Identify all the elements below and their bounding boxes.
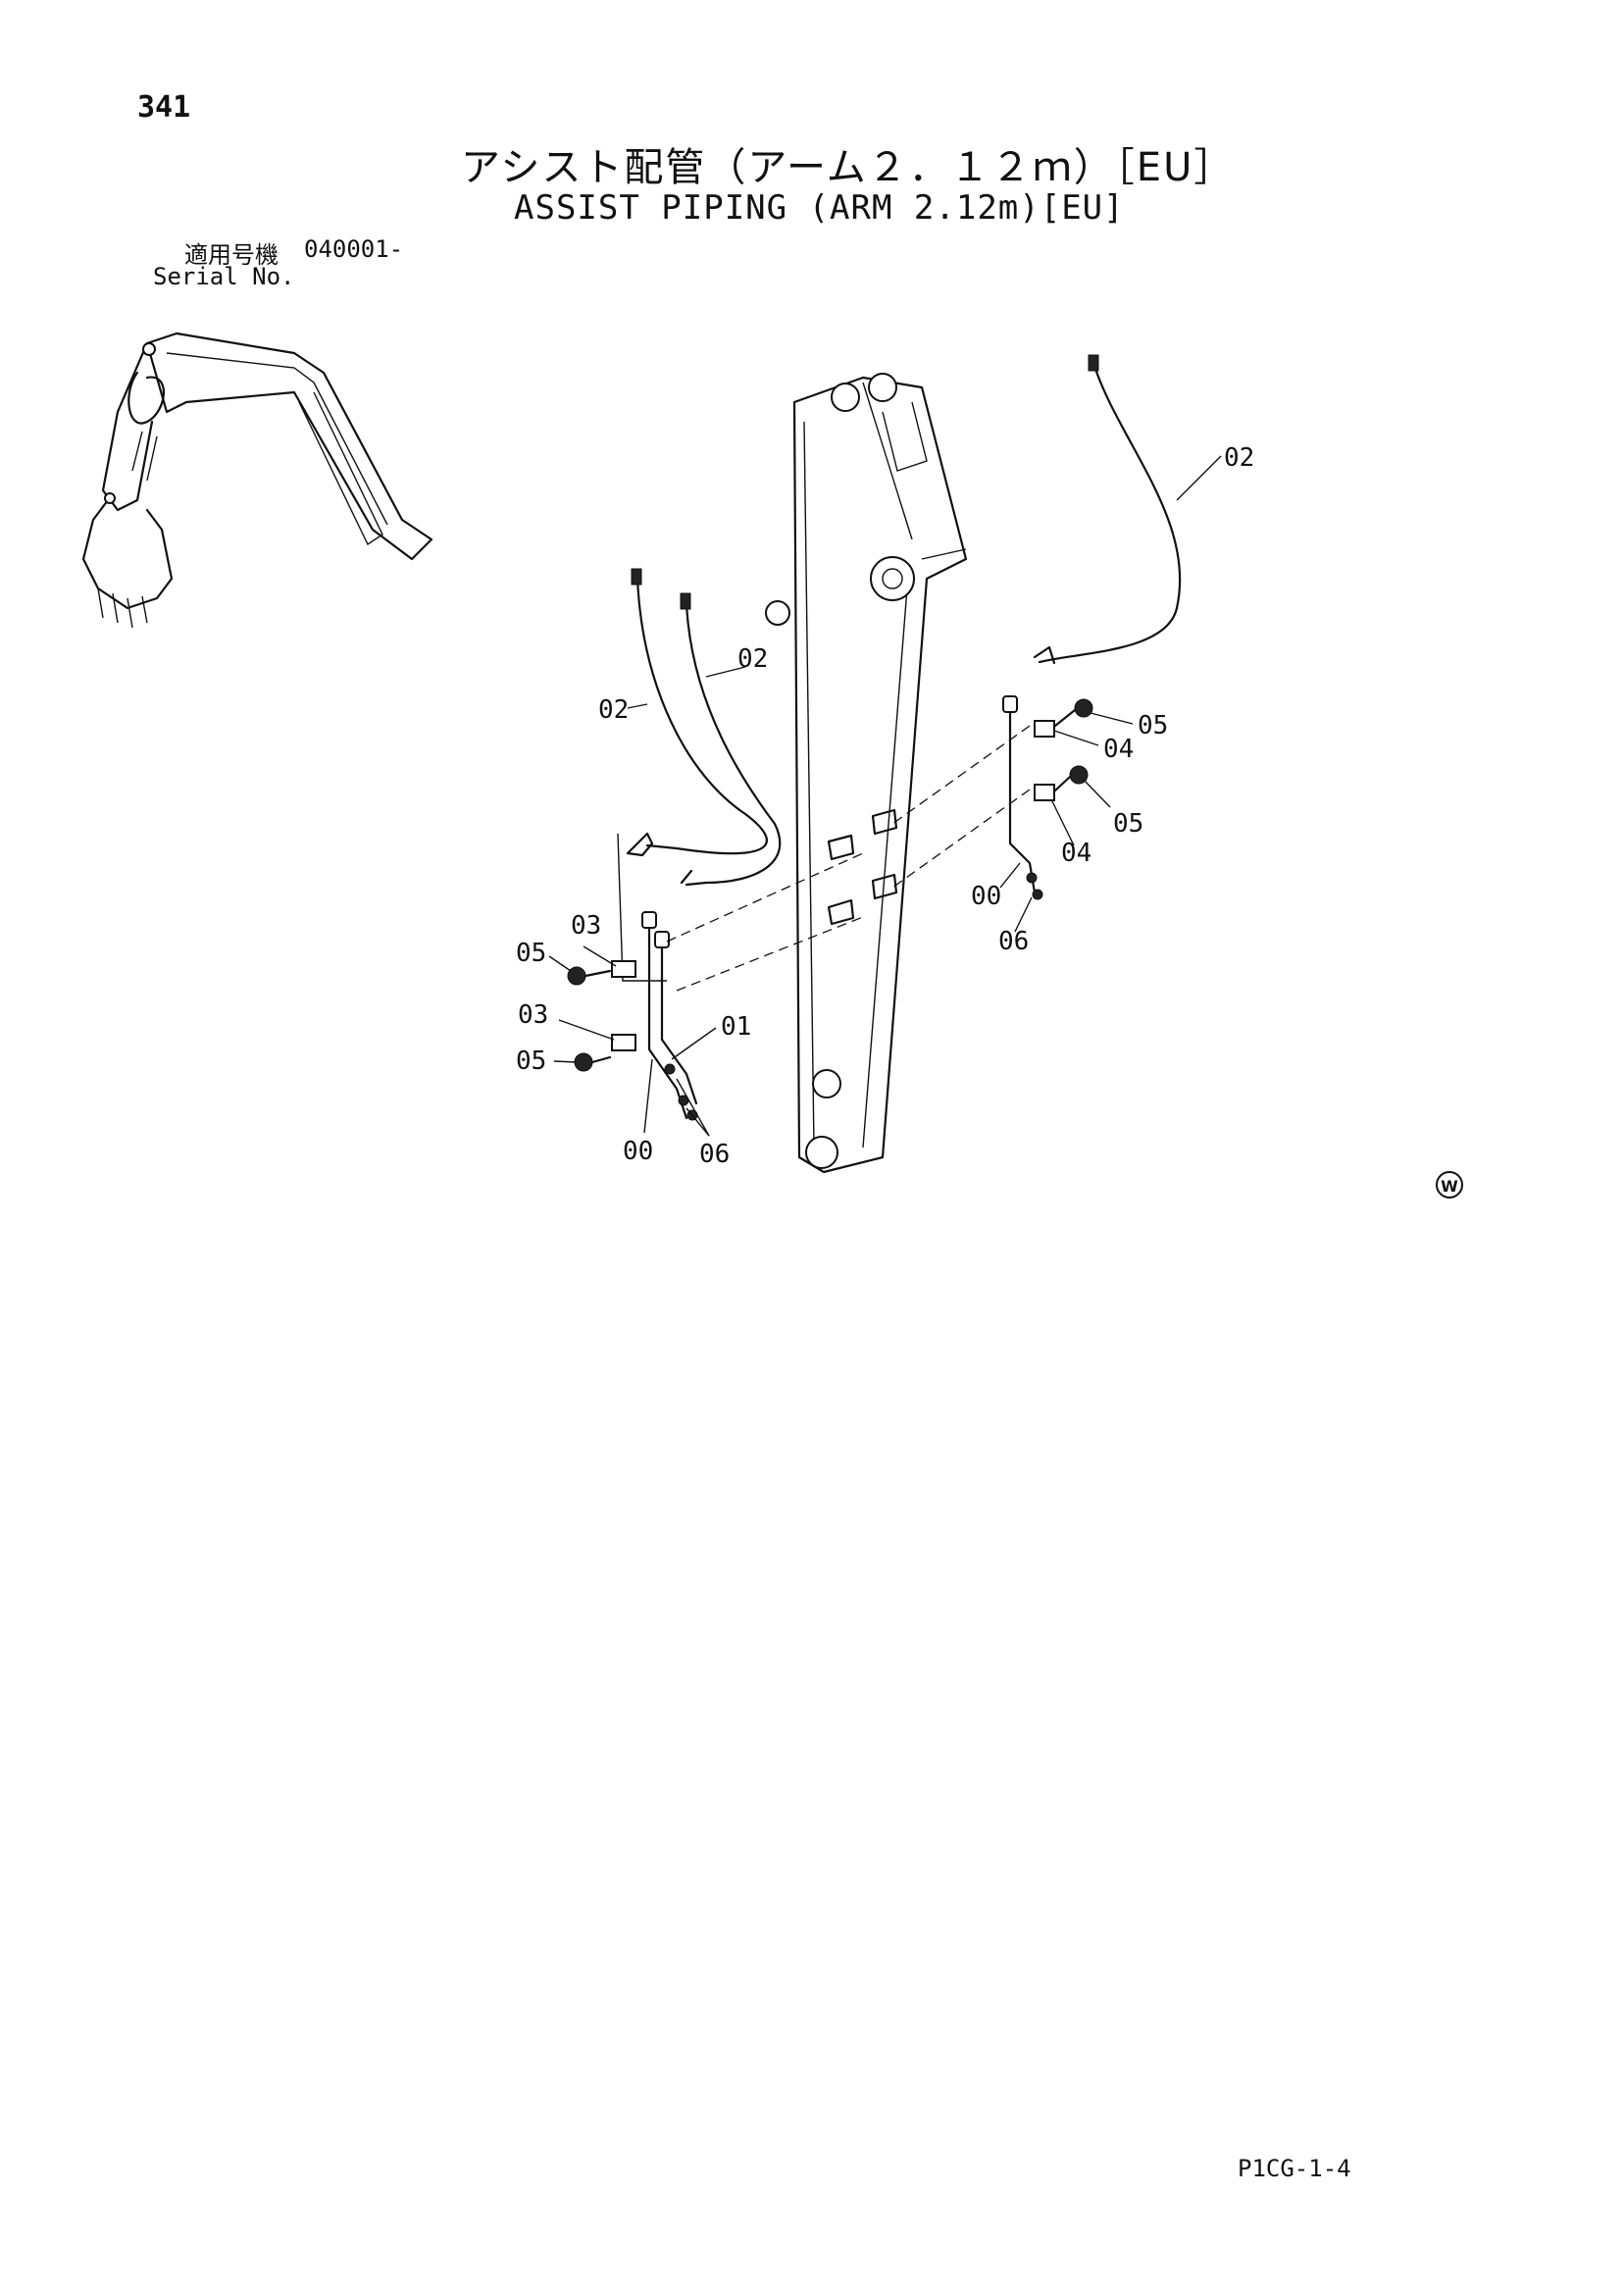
callout-05-upper-left: 05 — [516, 939, 546, 968]
callout-02-left: 02 — [598, 695, 629, 725]
hoses — [626, 354, 1182, 887]
w-mark-symbol: W — [1436, 1171, 1463, 1199]
callout-02-middle: 02 — [737, 644, 768, 674]
right-pipe-assembly — [1002, 695, 1093, 900]
page-title-japanese: アシスト配管（アーム２．１２ｍ）［EU］ — [461, 145, 1236, 190]
page-number: 341 — [137, 90, 191, 125]
callout-05-upper-right: 05 — [1138, 711, 1168, 740]
callout-00-right: 00 — [971, 882, 1001, 911]
clamp-brackets — [617, 808, 898, 982]
callout-03-lower: 03 — [518, 1000, 548, 1030]
document-code: P1CG-1-4 — [1238, 2155, 1351, 2182]
leader-lines — [548, 455, 1222, 1137]
callout-02-top: 02 — [1224, 443, 1254, 473]
left-pipe-assembly — [567, 911, 698, 1121]
callout-04-lower: 04 — [1061, 839, 1091, 868]
callout-05-lower-right: 05 — [1113, 809, 1143, 839]
arm-body — [765, 373, 968, 1174]
callout-05-lower-left: 05 — [516, 1046, 546, 1076]
callout-04-upper: 04 — [1103, 735, 1134, 764]
callout-01: 01 — [721, 1012, 751, 1042]
mounting-lines — [666, 725, 1031, 992]
serial-label-japanese: 適用号機 — [184, 241, 279, 269]
serial-number-value: 040001- — [304, 235, 404, 263]
serial-label-english: Serial No. — [153, 263, 295, 290]
w-mark-letter: W — [1441, 1177, 1458, 1196]
callout-00-left: 00 — [623, 1137, 653, 1166]
callout-06-left: 06 — [699, 1140, 730, 1169]
callout-03-upper: 03 — [571, 911, 601, 941]
excavator-thumbnail — [81, 332, 433, 629]
callout-06-right: 06 — [998, 927, 1029, 956]
page-title-english: ASSIST PIPING (ARM 2.12m)[EU] — [514, 188, 1125, 228]
